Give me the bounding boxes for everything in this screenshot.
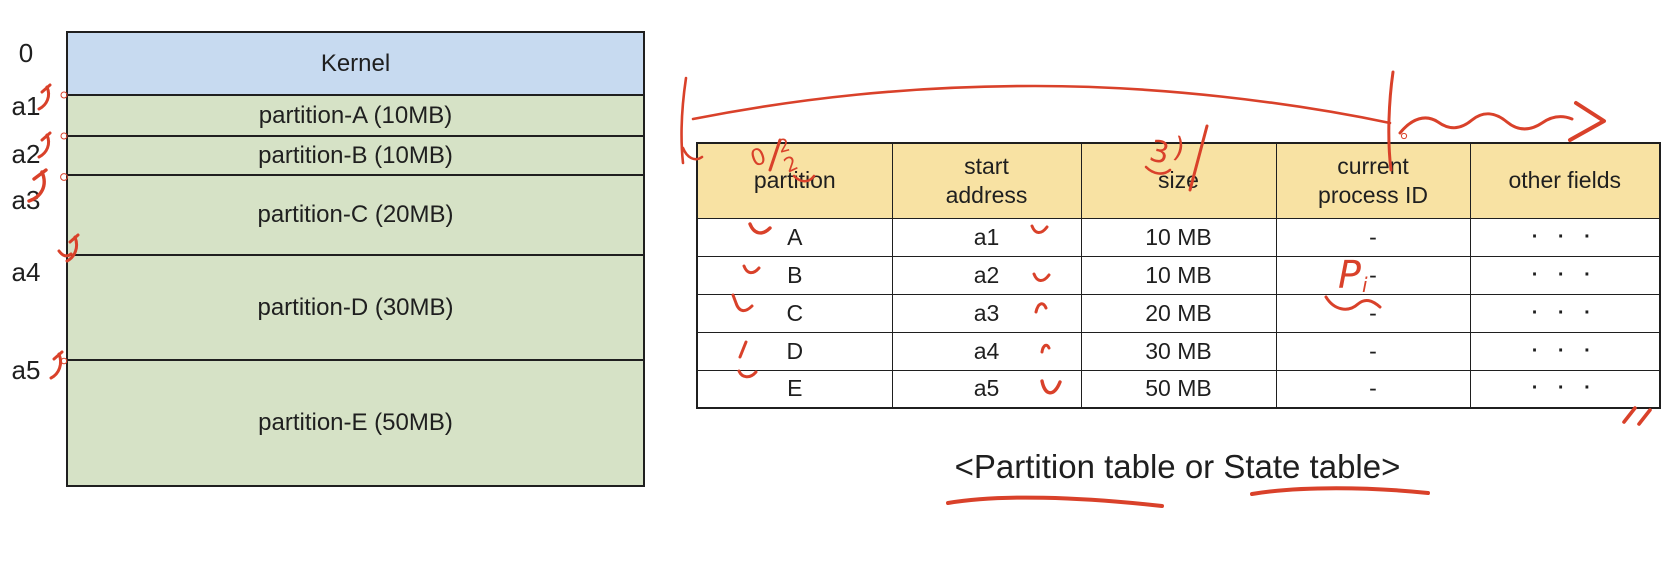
squiggle-arrowhead <box>1568 101 1606 142</box>
cell-other-fields: · · · <box>1469 369 1661 409</box>
brace-left-bar <box>680 76 688 165</box>
cell-partition: C <box>696 293 893 333</box>
label-arrow-a5 <box>49 352 63 380</box>
cell-size: 10 MB <box>1080 255 1277 295</box>
cell-size: 50 MB <box>1080 369 1277 409</box>
address-label-a2: a2 <box>11 139 41 169</box>
cell-process-id: - <box>1275 255 1471 295</box>
cell-process-id: - <box>1275 331 1471 371</box>
memory-block-partition-b: partition-B (10MB) <box>68 135 643 174</box>
header-other-fields: other fields <box>1469 142 1661 219</box>
cell-size: 30 MB <box>1080 331 1277 371</box>
memory-block-kernel: Kernel <box>68 33 643 94</box>
address-label-a1: a1 <box>11 91 41 121</box>
cell-start-address: a1 <box>891 217 1082 257</box>
memory-block-partition-d: partition-D (30MB) <box>68 254 643 359</box>
cell-start-address: a2 <box>891 255 1082 295</box>
cell-size: 20 MB <box>1080 293 1277 333</box>
cell-process-id: - <box>1275 369 1471 409</box>
cell-partition: E <box>696 369 893 409</box>
table-row: A a1 10 MB - · · · <box>696 217 1661 257</box>
label-arrow-a2-barb <box>40 131 52 142</box>
corner-tick-2 <box>1637 408 1652 426</box>
cell-size: 10 MB <box>1080 217 1277 257</box>
address-label-a4: a4 <box>11 257 41 287</box>
header-partition: partition <box>696 142 893 219</box>
memory-block-partition-a: partition-A (10MB) <box>68 94 643 135</box>
cell-other-fields: · · · <box>1469 293 1661 333</box>
cell-partition: B <box>696 255 893 295</box>
address-label-a5: a5 <box>11 355 41 385</box>
cell-start-address: a5 <box>891 369 1082 409</box>
cell-other-fields: · · · <box>1469 217 1661 257</box>
label-arrow-a3-barb <box>32 168 48 181</box>
label-arrow-a5-barb <box>52 350 64 361</box>
table-caption: <Partition table or State table> <box>954 448 1401 485</box>
cell-partition: D <box>696 331 893 371</box>
caption-underline-partition <box>946 495 1164 508</box>
address-label-a3: a3 <box>11 185 41 215</box>
squiggle-arrow <box>1398 112 1574 135</box>
cell-partition: A <box>696 217 893 257</box>
caption-underline-state <box>1250 486 1430 496</box>
memory-block-partition-e: partition-E (50MB) <box>68 359 643 485</box>
memory-diagram: Kernel partition-A (10MB) partition-B (1… <box>66 31 645 487</box>
cell-process-id: - <box>1275 293 1471 333</box>
cell-start-address: a4 <box>891 331 1082 371</box>
cell-other-fields: · · · <box>1469 331 1661 371</box>
label-arrow-a1-barb <box>40 83 52 94</box>
current-header-dot <box>1400 132 1408 140</box>
memory-block-partition-c: partition-C (20MB) <box>68 174 643 254</box>
header-size: size <box>1080 142 1277 219</box>
table-row: D a4 30 MB - · · · <box>696 331 1661 371</box>
table-row: E a5 50 MB - · · · <box>696 369 1661 409</box>
corner-tick-1 <box>1622 406 1637 424</box>
address-label-0: 0 <box>18 38 34 68</box>
cell-other-fields: · · · <box>1469 255 1661 295</box>
brace-arc <box>691 84 1392 125</box>
cell-process-id: - <box>1275 217 1471 257</box>
table-row: B a2 10 MB - · · · <box>696 255 1661 295</box>
cell-start-address: a3 <box>891 293 1082 333</box>
table-row: C a3 20 MB - · · · <box>696 293 1661 333</box>
